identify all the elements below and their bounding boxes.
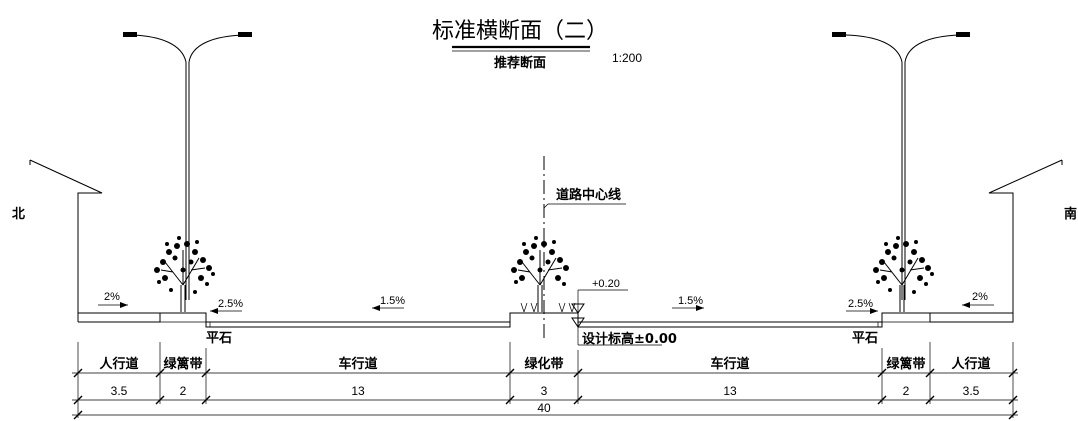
street-lamp-left: [123, 32, 252, 300]
slope-curb-left: 2.5%: [210, 298, 243, 314]
drawing-scale: 1:200: [612, 51, 642, 65]
width-carriageway-left: 13: [351, 384, 365, 398]
curb-right-label: 平石: [852, 331, 878, 346]
tree-left: [154, 236, 215, 312]
curb-left-label: 平石: [206, 331, 232, 346]
section-label-carriageway-left: 车行道: [338, 356, 377, 372]
road-centerline: 道路中心线: [543, 156, 626, 340]
width-sidewalk-left: 3.5: [111, 384, 128, 398]
elevation-marker-top: +0.20: [571, 278, 628, 314]
width-carriageway-right: 13: [723, 384, 737, 398]
south-label: 南: [1064, 206, 1077, 222]
section-label-sidewalk-left: 人行道: [99, 356, 138, 372]
svg-text:2%: 2%: [972, 291, 988, 303]
width-hedge-left: 2: [180, 384, 187, 398]
elevation-top-label: +0.20: [592, 278, 620, 290]
svg-text:1.5%: 1.5%: [380, 295, 405, 307]
tree-right: [873, 236, 934, 312]
centerline-label: 道路中心线: [556, 187, 621, 203]
drawing-title: 标准横断面（二）: [432, 19, 608, 44]
dimension-lines: [72, 342, 1018, 420]
slope-sidewalk-left: 2%: [98, 291, 128, 308]
tree-center: [511, 236, 576, 313]
elevation-marker-design: 设计标高±0.00: [571, 317, 677, 347]
slope-curb-right: 2.5%: [846, 298, 878, 314]
street-lamp-right: [832, 32, 970, 300]
drawing-subtitle: 推荐断面: [494, 55, 546, 71]
total-width: 40: [537, 401, 551, 415]
slope-carriageway-right: 1.5%: [672, 295, 704, 311]
section-label-hedge-right: 绿篱带: [886, 356, 925, 372]
svg-text:2.5%: 2.5%: [848, 298, 873, 310]
right-building: [988, 159, 1063, 322]
width-hedge-right: 2: [903, 384, 910, 398]
width-sidewalk-right: 3.5: [963, 384, 980, 398]
svg-text:2%: 2%: [104, 291, 120, 303]
elevation-design-label: 设计标高±0.00: [582, 331, 677, 347]
width-median: 3: [541, 384, 548, 398]
svg-text:1.5%: 1.5%: [678, 295, 703, 307]
section-label-hedge-left: 绿篱带: [163, 356, 202, 372]
section-label-carriageway-right: 车行道: [710, 356, 749, 372]
road-surface: [78, 312, 1014, 328]
left-building: [29, 159, 103, 322]
section-label-median: 绿化带: [524, 356, 563, 372]
slope-sidewalk-right: 2%: [962, 291, 994, 308]
section-label-sidewalk-right: 人行道: [951, 356, 990, 372]
svg-text:2.5%: 2.5%: [218, 298, 243, 310]
slope-carriageway-left: 1.5%: [372, 295, 405, 311]
north-label: 北: [12, 207, 25, 222]
